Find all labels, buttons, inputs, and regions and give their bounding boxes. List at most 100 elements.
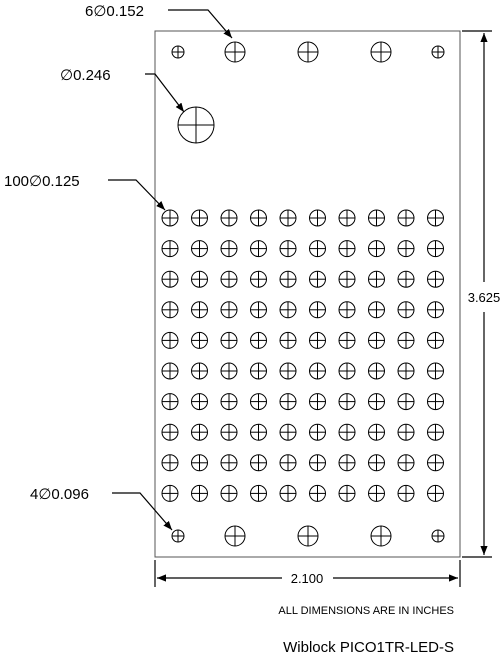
callout-top-holes: 6∅0.152 <box>85 3 144 20</box>
led-hole <box>368 209 385 227</box>
led-hole <box>338 393 356 411</box>
led-hole <box>427 301 444 319</box>
led-hole <box>279 423 297 441</box>
led-hole <box>279 393 297 411</box>
led-hole <box>427 270 444 288</box>
led-hole <box>161 331 179 349</box>
leader-top-holes <box>168 9 233 39</box>
led-hole <box>250 301 267 319</box>
led-hole <box>397 240 415 258</box>
led-hole <box>191 331 208 349</box>
mounting-hole <box>297 525 319 547</box>
led-hole <box>250 362 267 380</box>
led-hole <box>161 362 179 380</box>
leader-lines <box>108 9 233 531</box>
led-hole <box>338 331 356 349</box>
leader-led-holes <box>108 179 166 211</box>
led-hole <box>191 240 208 258</box>
led-hole <box>220 240 238 258</box>
led-hole <box>250 240 267 258</box>
led-hole <box>220 301 238 319</box>
led-hole <box>338 484 356 502</box>
led-hole <box>338 454 356 472</box>
callout-large-hole: ∅0.246 <box>60 67 111 84</box>
mounting-hole <box>297 41 319 63</box>
led-hole <box>397 393 415 411</box>
board-outline <box>154 30 461 558</box>
units-note: ALL DIMENSIONS ARE IN INCHES <box>278 605 454 617</box>
led-hole <box>250 454 267 472</box>
led-hole <box>220 270 238 288</box>
led-hole <box>279 270 297 288</box>
led-hole <box>338 270 356 288</box>
mounting-hole <box>370 41 392 63</box>
led-hole <box>191 362 208 380</box>
led-hole <box>309 454 326 472</box>
led-hole <box>220 331 238 349</box>
led-hole <box>368 331 385 349</box>
callout-corner-holes: 4∅0.096 <box>30 486 89 503</box>
led-hole <box>220 454 238 472</box>
led-hole <box>309 240 326 258</box>
led-hole <box>250 484 267 502</box>
led-hole <box>368 362 385 380</box>
led-hole <box>250 423 267 441</box>
mounting-hole <box>224 41 246 63</box>
led-hole <box>427 240 444 258</box>
width-dimension <box>154 560 461 587</box>
led-hole <box>338 362 356 380</box>
height-dimension-label: 3.625 <box>468 290 500 305</box>
led-hole <box>368 393 385 411</box>
led-hole <box>427 393 444 411</box>
led-hole <box>220 484 238 502</box>
led-hole <box>161 270 179 288</box>
leader-corner-holes <box>112 492 173 531</box>
led-hole <box>250 209 267 227</box>
callout-led-holes: 100∅0.125 <box>4 173 80 190</box>
large-hole <box>177 106 215 144</box>
led-hole <box>397 362 415 380</box>
led-hole <box>250 331 267 349</box>
holes-group <box>161 41 445 547</box>
led-hole <box>309 362 326 380</box>
led-hole <box>250 393 267 411</box>
led-hole <box>368 240 385 258</box>
width-dimension-label: 2.100 <box>291 571 324 586</box>
led-hole <box>368 423 385 441</box>
led-hole <box>220 423 238 441</box>
led-hole <box>427 362 444 380</box>
led-hole <box>279 209 297 227</box>
led-hole <box>161 423 179 441</box>
led-hole <box>309 484 326 502</box>
led-hole <box>161 484 179 502</box>
leader-large-hole <box>145 73 185 113</box>
led-hole <box>191 270 208 288</box>
led-hole <box>161 240 179 258</box>
mounting-hole <box>370 525 392 547</box>
led-hole <box>309 331 326 349</box>
corner-hole <box>431 529 445 543</box>
height-dimension <box>462 30 492 558</box>
mounting-hole <box>224 525 246 547</box>
led-hole <box>368 301 385 319</box>
led-hole <box>220 209 238 227</box>
led-hole <box>191 393 208 411</box>
led-hole <box>427 331 444 349</box>
corner-hole <box>431 45 445 59</box>
led-hole <box>397 454 415 472</box>
led-hole <box>368 270 385 288</box>
led-hole <box>161 454 179 472</box>
led-hole <box>309 393 326 411</box>
led-hole <box>368 484 385 502</box>
led-hole <box>279 301 297 319</box>
led-hole <box>309 209 326 227</box>
corner-hole <box>171 45 185 59</box>
led-hole <box>161 301 179 319</box>
led-hole <box>338 423 356 441</box>
led-hole <box>397 331 415 349</box>
led-hole <box>191 423 208 441</box>
led-hole <box>368 454 385 472</box>
led-hole <box>338 209 356 227</box>
led-hole <box>309 423 326 441</box>
led-hole <box>279 362 297 380</box>
